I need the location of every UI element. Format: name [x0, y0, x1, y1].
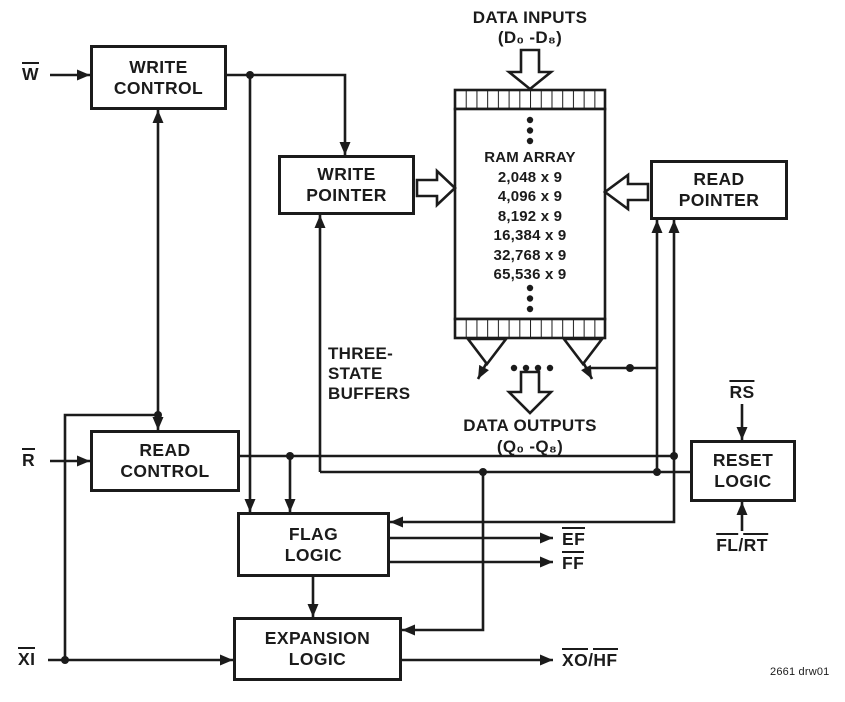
data-inputs-label: DATA INPUTS	[472, 8, 588, 27]
buffer-output-arrow-right	[581, 361, 594, 380]
data-outputs-arrow	[505, 370, 555, 415]
xo-hf-output-label: XO/HF	[562, 648, 618, 671]
ff-signal: FF	[562, 551, 585, 573]
reset-logic-block: RESET LOGIC	[690, 440, 796, 502]
wire-to-expansion-right	[402, 472, 485, 636]
rt-signal: RT	[743, 533, 768, 555]
expansion-logic-label: EXPANSION LOGIC	[264, 628, 371, 669]
drawing-number: 2661 drw01	[770, 666, 830, 678]
ff-output-label: FF	[562, 551, 585, 574]
write-control-block: WRITE CONTROL	[90, 45, 227, 110]
read-pointer-block: READ POINTER	[650, 160, 788, 220]
write-pointer-label: WRITE POINTER	[306, 164, 387, 205]
three-state-buffer-left	[465, 337, 509, 367]
data-inputs-arrow	[505, 48, 555, 91]
wire-write-control-to-write-pointer	[227, 73, 351, 155]
xi-input-label: XI	[18, 647, 36, 670]
ram-top-register-row	[453, 88, 607, 111]
rs-input-label: RS	[729, 380, 755, 403]
expansion-logic-block: EXPANSION LOGIC	[233, 617, 402, 681]
data-outputs-range-label: (Q₀ -Q₈)	[496, 437, 564, 456]
ef-signal: EF	[562, 527, 586, 549]
write-pointer-to-ram-arrow	[415, 167, 457, 209]
three-state-buffer-right	[561, 337, 605, 367]
write-pointer-block: WRITE POINTER	[278, 155, 415, 215]
reset-logic-label: RESET LOGIC	[712, 450, 774, 491]
slash-separator-2: /	[588, 650, 594, 670]
flag-logic-label: FLAG LOGIC	[284, 523, 343, 565]
wire-to-flag-logic-right	[390, 456, 676, 528]
read-control-label: READ CONTROL	[120, 440, 210, 481]
wire-group	[48, 69, 748, 666]
w-signal: W	[22, 62, 39, 84]
w-input-label: W	[22, 62, 39, 85]
wire-expansion-feedback-riser	[63, 413, 158, 660]
xi-signal: XI	[18, 647, 36, 669]
rs-signal: RS	[729, 380, 755, 402]
read-pointer-label: READ POINTER	[678, 169, 760, 210]
slash-separator: /	[738, 535, 744, 555]
fl-signal: FL	[716, 533, 739, 555]
ef-output-label: EF	[562, 527, 586, 550]
write-control-label: WRITE CONTROL	[113, 56, 204, 98]
buffer-output-arrow-left	[476, 361, 489, 380]
fl-rt-input-label: FL/RT	[716, 533, 768, 556]
three-state-buffers-label: THREE- STATE BUFFERS	[328, 344, 411, 403]
read-control-block: READ CONTROL	[90, 430, 240, 492]
xo-signal: XO	[562, 648, 589, 670]
junction-dots	[61, 71, 678, 664]
data-outputs-label: DATA OUTPUTS	[463, 416, 597, 435]
open-arrow-group	[415, 48, 650, 415]
ram-array-text: RAM ARRAY 2,048 x 9 4,096 x 9 8,192 x 9 …	[484, 149, 576, 283]
ram-bottom-register-row	[453, 317, 607, 340]
read-pointer-to-ram-arrow	[602, 172, 650, 212]
hf-signal: HF	[593, 648, 618, 670]
flag-logic-block: FLAG LOGIC	[237, 512, 390, 577]
data-inputs-range-label: (D₀ -D₈)	[497, 28, 563, 47]
r-input-label: R	[22, 448, 36, 471]
r-signal: R	[22, 448, 36, 470]
